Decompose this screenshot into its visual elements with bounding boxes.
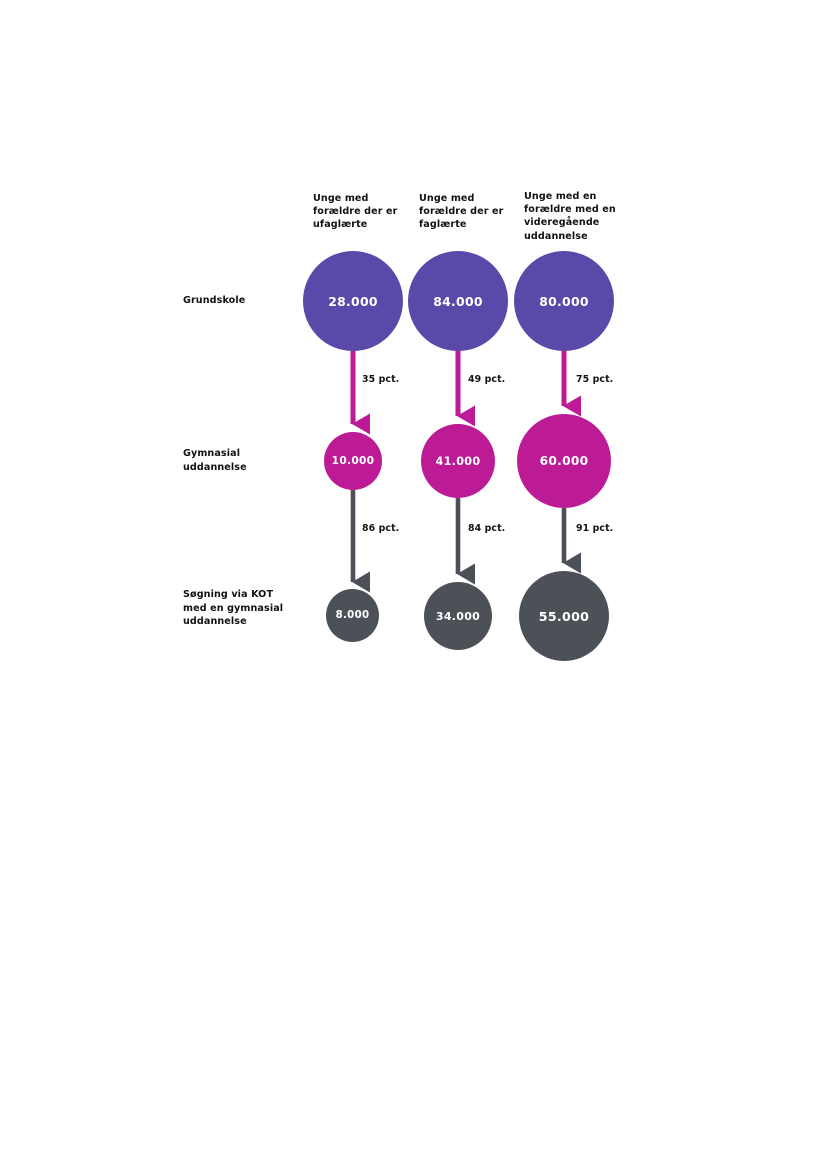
node-kot-faglaerte[interactable]: 34.000 bbox=[424, 582, 492, 650]
node-value-label: 8.000 bbox=[335, 610, 370, 621]
transition-pct-gymnasial-kot-faglaerte: 84 pct. bbox=[468, 523, 506, 534]
column-header-videregaaende: Unge med en forældre med en videregående… bbox=[524, 191, 616, 242]
node-value-label: 55.000 bbox=[538, 608, 590, 624]
node-value-label: 10.000 bbox=[331, 455, 375, 467]
transition-pct-grundskole-gymnasial-faglaerte: 49 pct. bbox=[468, 374, 506, 385]
row-label-grundskole: Grundskole bbox=[183, 295, 246, 306]
node-value-label: 41.000 bbox=[435, 454, 481, 468]
node-value-label: 84.000 bbox=[433, 293, 483, 309]
node-grundskole-ufaglaerte[interactable]: 28.000 bbox=[303, 251, 403, 351]
node-value-label: 60.000 bbox=[539, 454, 589, 468]
transition-pct-grundskole-gymnasial-ufaglaerte: 35 pct. bbox=[362, 374, 400, 385]
column-header-ufaglaerte: Unge med forældre der er ufaglærte bbox=[313, 193, 398, 231]
node-grundskole-faglaerte[interactable]: 84.000 bbox=[408, 251, 508, 351]
transition-pct-grundskole-gymnasial-videregaaende: 75 pct. bbox=[576, 374, 614, 385]
transition-pct-gymnasial-kot-ufaglaerte: 86 pct. bbox=[362, 523, 400, 534]
row-label-gymnasial-uddannelse: Gymnasial uddannelse bbox=[183, 448, 247, 473]
node-gymnasial-ufaglaerte[interactable]: 10.000 bbox=[324, 432, 382, 490]
column-header-faglaerte: Unge med forældre der er faglærte bbox=[419, 193, 504, 231]
node-value-label: 28.000 bbox=[328, 293, 378, 309]
node-value-label: 34.000 bbox=[435, 609, 481, 623]
node-gymnasial-faglaerte[interactable]: 41.000 bbox=[421, 424, 495, 498]
node-kot-ufaglaerte[interactable]: 8.000 bbox=[326, 589, 379, 642]
transition-pct-gymnasial-kot-videregaaende: 91 pct. bbox=[576, 523, 614, 534]
node-kot-videregaaende[interactable]: 55.000 bbox=[519, 571, 609, 661]
row-label-soegning-via-kot: Søgning via KOT med en gymnasial uddanne… bbox=[183, 589, 284, 628]
node-value-label: 80.000 bbox=[539, 293, 589, 309]
node-gymnasial-videregaaende[interactable]: 60.000 bbox=[517, 414, 611, 508]
node-grundskole-videregaaende[interactable]: 80.000 bbox=[514, 251, 614, 351]
